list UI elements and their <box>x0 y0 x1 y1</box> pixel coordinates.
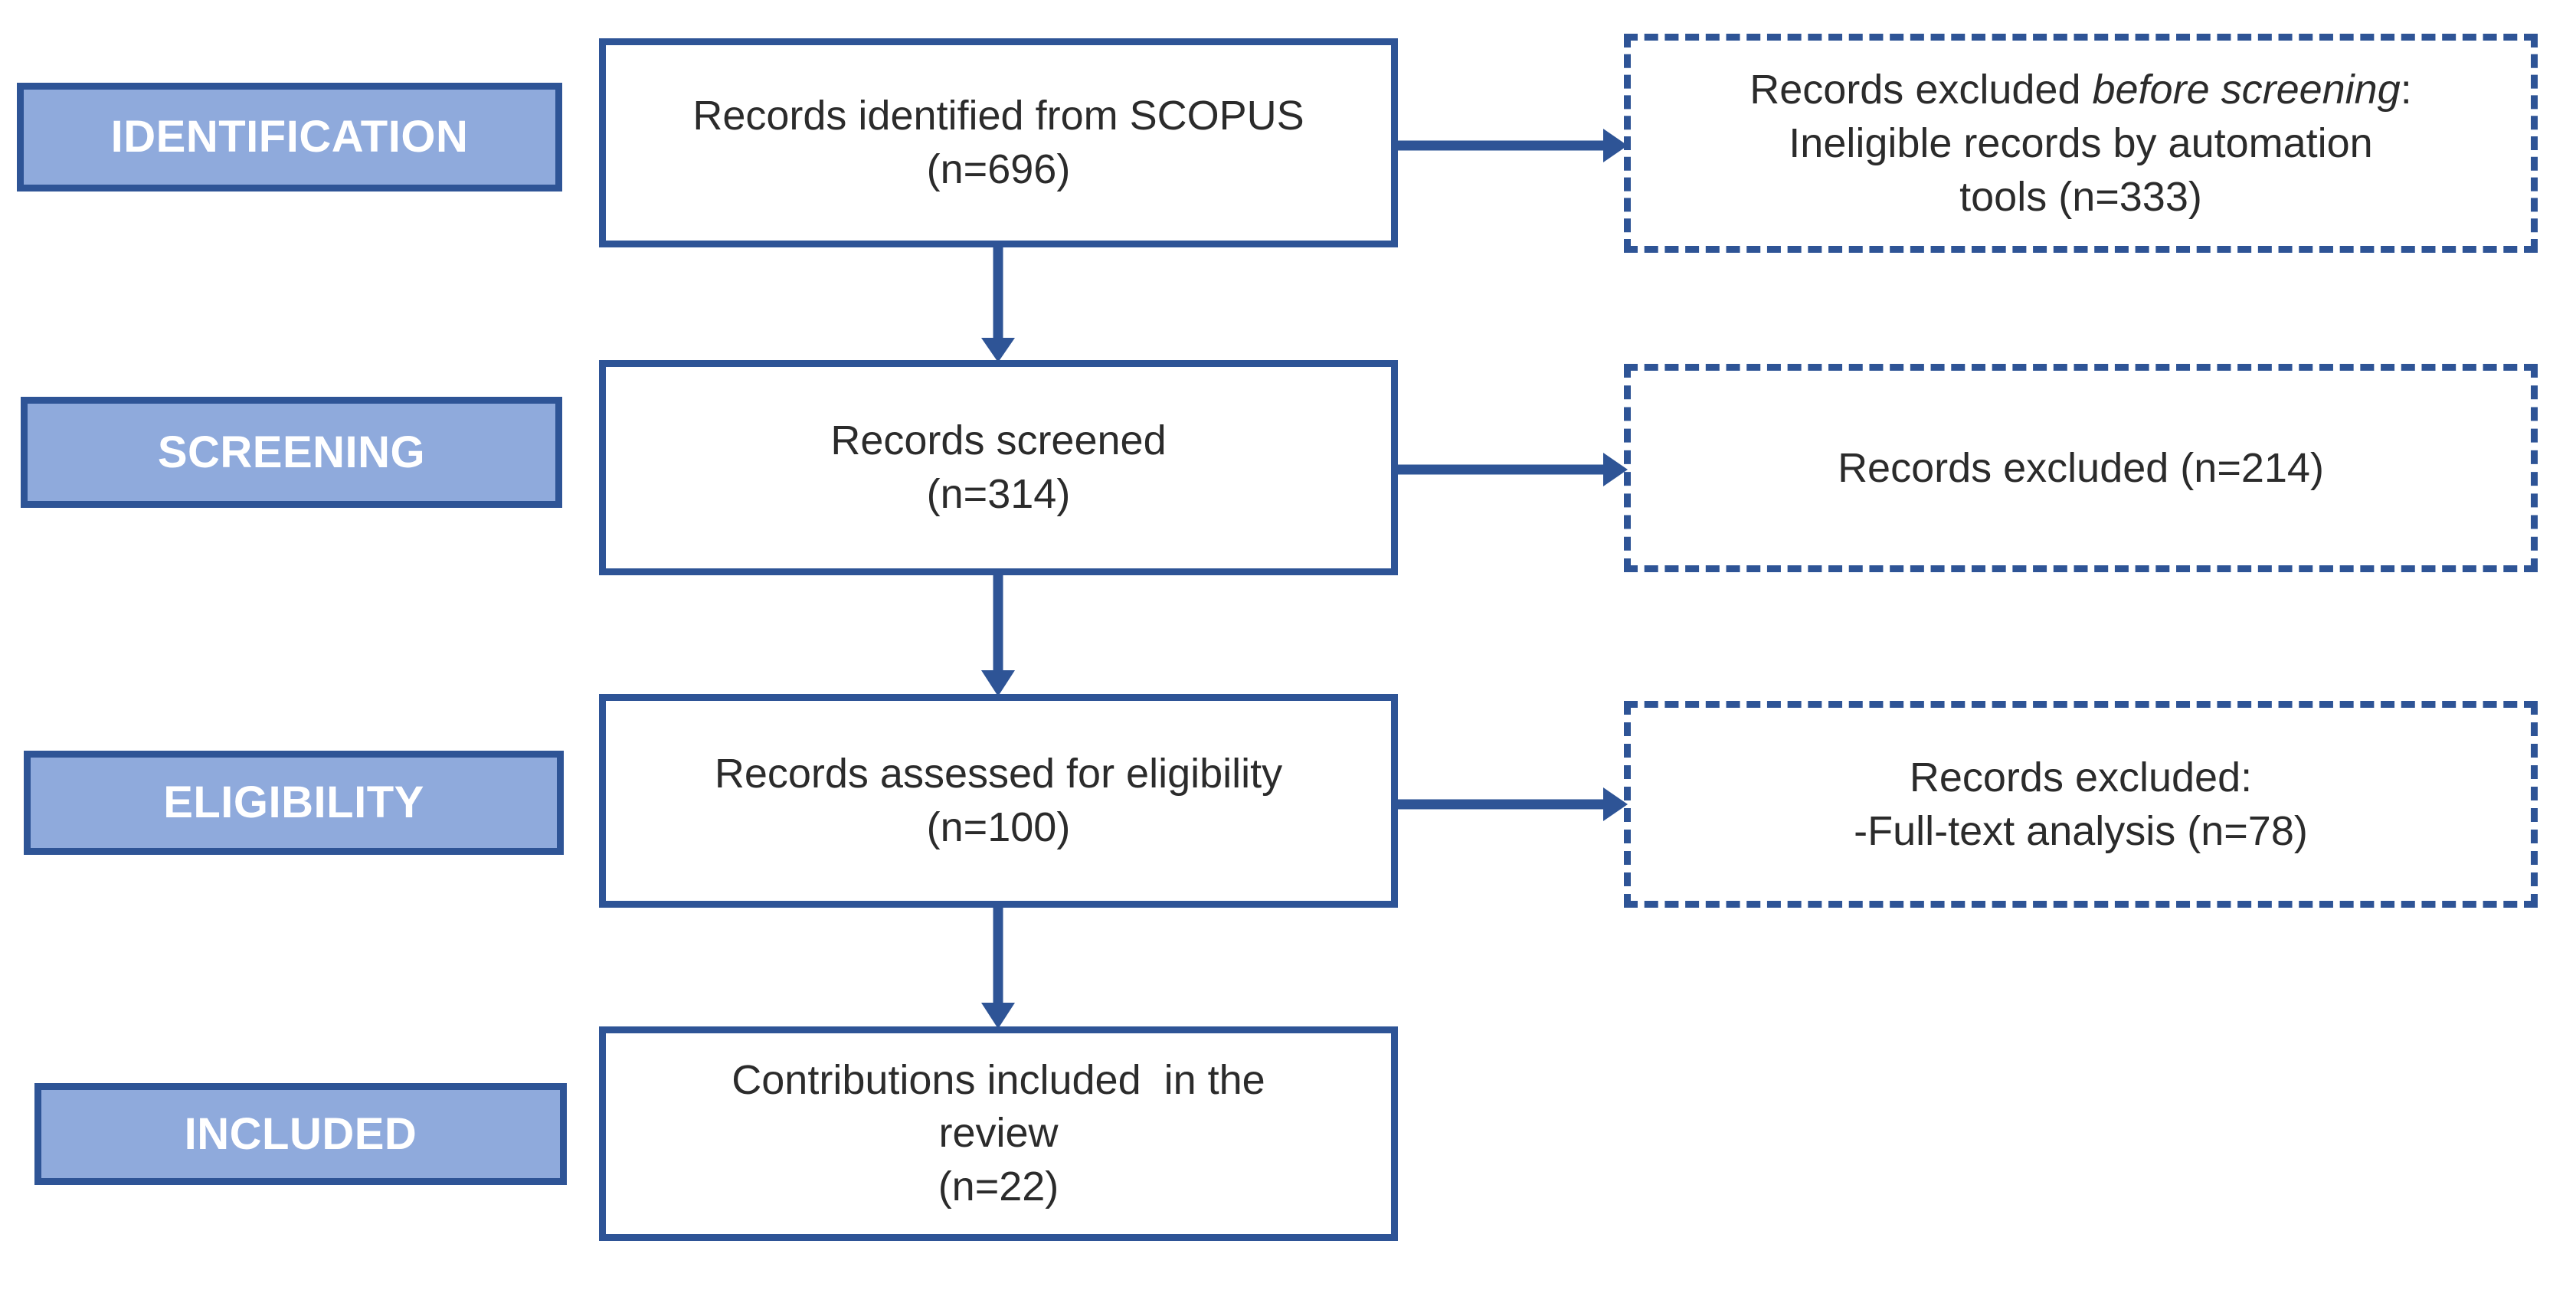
records-screened-line-1: Records screened <box>830 417 1167 464</box>
arrow-right-icon <box>1398 453 1628 486</box>
contributions-included-count: (n=22) <box>938 1163 1059 1210</box>
stage-label-identification-text: IDENTIFICATION <box>110 112 469 162</box>
connector-screened-to-assessed <box>975 575 1021 696</box>
exclusion-before-screening-suffix: : <box>2400 66 2412 113</box>
arrow-down-icon <box>981 575 1015 696</box>
exclusion-before-screening-prefix: Records excluded <box>1750 66 2093 113</box>
exclusion-before-screening-line-1: Records excluded before screening: <box>1750 63 2412 116</box>
arrow-right-icon <box>1398 787 1628 821</box>
stage-label-eligibility: ELIGIBILITY <box>24 751 564 855</box>
exclusion-eligibility-line-2: -Full-text analysis (n=78) <box>1854 808 2308 854</box>
process-box-records-identified: Records identified from SCOPUS (n=696) <box>599 38 1398 247</box>
connector-identified-to-screened <box>975 247 1021 362</box>
arrow-right-icon <box>1398 129 1628 162</box>
records-assessed-count: (n=100) <box>926 804 1071 850</box>
connector-assessed-to-excluded <box>1398 781 1628 827</box>
process-box-records-assessed: Records assessed for eligibility (n=100) <box>599 694 1398 908</box>
connector-screened-to-excluded <box>1398 447 1628 493</box>
process-box-records-screened: Records screened (n=314) <box>599 360 1398 575</box>
stage-label-screening: SCREENING <box>21 397 562 508</box>
exclusion-box-screening: Records excluded (n=214) <box>1624 364 2538 572</box>
stage-label-identification: IDENTIFICATION <box>17 83 562 191</box>
contributions-included-line-2: review <box>938 1110 1059 1157</box>
records-assessed-line-1: Records assessed for eligibility <box>714 751 1283 797</box>
stage-label-included-text: INCLUDED <box>184 1108 417 1159</box>
contributions-included-line-1: Contributions included in the <box>732 1057 1265 1104</box>
records-identified-count: (n=696) <box>926 146 1071 192</box>
stage-label-included: INCLUDED <box>34 1083 567 1185</box>
exclusion-before-screening-line-3: tools (n=333) <box>1959 174 2202 221</box>
exclusion-screening-line-1: Records excluded (n=214) <box>1838 444 2324 491</box>
records-identified-line-1: Records identified from SCOPUS <box>692 93 1304 139</box>
records-screened-count: (n=314) <box>926 470 1071 517</box>
connector-identified-to-excluded <box>1398 123 1628 169</box>
connector-assessed-to-included <box>975 908 1021 1029</box>
exclusion-before-screening-emphasis: before screening <box>2092 66 2401 113</box>
process-box-contributions-included: Contributions included in the review (n=… <box>599 1026 1398 1241</box>
arrow-down-icon <box>981 908 1015 1029</box>
arrow-down-icon <box>981 247 1015 362</box>
exclusion-box-eligibility: Records excluded: -Full-text analysis (n… <box>1624 701 2538 908</box>
exclusion-before-screening-line-2: Ineligible records by automation <box>1789 119 2373 166</box>
stage-label-screening-text: SCREENING <box>157 427 426 477</box>
exclusion-eligibility-line-1: Records excluded: <box>1909 754 2253 800</box>
exclusion-box-before-screening: Records excluded before screening: Ineli… <box>1624 34 2538 253</box>
stage-label-eligibility-text: ELIGIBILITY <box>163 777 424 827</box>
